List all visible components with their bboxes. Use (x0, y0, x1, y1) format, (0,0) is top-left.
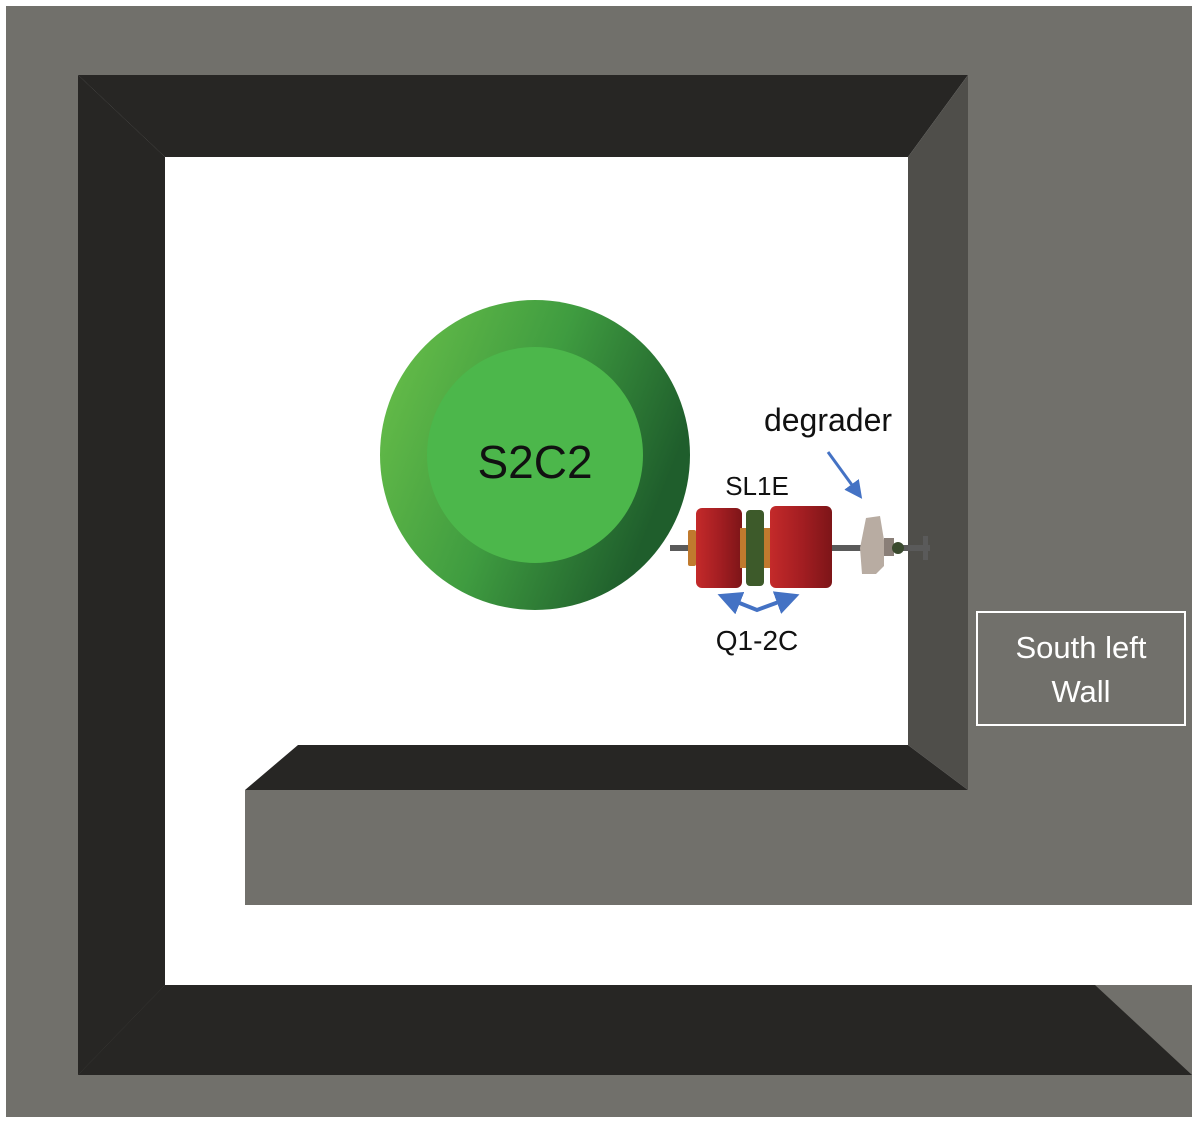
cyclotron-inner (427, 347, 643, 563)
quadrupole-label: Q1-2C (716, 625, 798, 656)
outer-wall-top (6, 6, 1192, 1117)
quadrupole-magnet-1 (696, 508, 742, 588)
quadrupole-arrow (717, 591, 800, 615)
degrader-arrow (826, 451, 863, 499)
wall-face-right (908, 75, 968, 790)
wall-face-top (78, 75, 968, 157)
bunker-walls (6, 6, 1192, 1117)
wall-label-line1: South left (1016, 630, 1147, 665)
maze-exit (1095, 905, 1192, 985)
wall-face-left (78, 75, 165, 1075)
wall-label-line2: Wall (1051, 674, 1110, 709)
maze-corridor (165, 905, 1095, 985)
wall-face-bottom (78, 985, 1192, 1075)
quadrupole-magnet-2 (770, 506, 832, 588)
slit-sl1e (746, 510, 764, 586)
wall-label-frame (976, 611, 1186, 726)
degrader-label: degrader (764, 402, 892, 438)
coil-mid-2 (764, 528, 772, 568)
degrader-device (860, 516, 884, 574)
coil-left-1 (688, 530, 696, 566)
wall-face-inner-top (245, 745, 968, 790)
beamline-flange-2 (923, 536, 928, 560)
beamline-flange-1 (892, 542, 904, 554)
wall-label-box: South left Wall (976, 611, 1186, 726)
coil-mid-1 (740, 528, 746, 568)
cyclotron-label: S2C2 (477, 436, 592, 488)
degrader-base (884, 538, 894, 556)
slit-label: SL1E (725, 471, 789, 501)
beamline-elements (688, 506, 928, 588)
cyclotron-s2c2: S2C2 (380, 300, 690, 610)
